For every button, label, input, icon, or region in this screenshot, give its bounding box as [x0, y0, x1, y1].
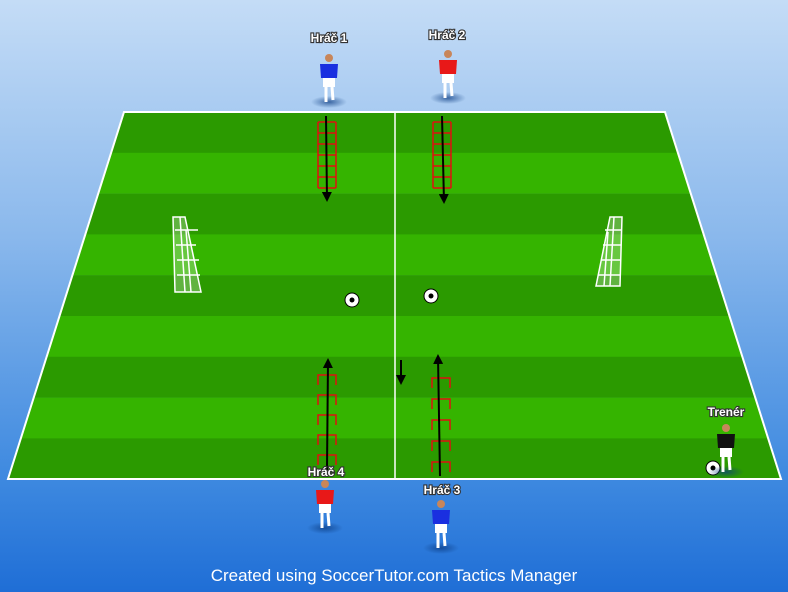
player-shorts — [720, 448, 732, 457]
player-legs — [436, 532, 447, 548]
pitch-stripe — [8, 193, 781, 235]
player-shirt — [717, 434, 735, 448]
player-legs — [324, 86, 335, 102]
player-label: Hráč 3 — [424, 483, 461, 497]
player-shirt — [432, 510, 450, 524]
player-shorts — [442, 74, 454, 83]
ball-icon — [423, 288, 439, 304]
arrows — [321, 115, 449, 477]
arrow-player1 — [321, 115, 332, 202]
arrow-player2 — [438, 115, 449, 204]
pitch-boundary — [6, 111, 783, 480]
footer-credit: Created using SoccerTutor.com Tactics Ma… — [210, 566, 578, 585]
ball-icon — [344, 292, 360, 308]
player-legs — [320, 512, 331, 528]
pitch-stripe — [8, 275, 781, 317]
player-head — [722, 424, 730, 432]
player-head — [444, 50, 452, 58]
ladder — [431, 377, 451, 472]
ladders — [317, 121, 452, 472]
player-2: Hráč 2 — [428, 27, 467, 104]
player-label: Hráč 4 — [308, 465, 345, 479]
player-head — [325, 54, 333, 62]
pitch-stripe — [8, 152, 781, 194]
pitch-stripe — [8, 316, 781, 357]
player-shadow — [311, 96, 347, 108]
player-shadow — [430, 92, 466, 104]
player-head — [321, 480, 329, 488]
pitch-stripe — [8, 356, 781, 398]
player-shorts — [435, 524, 447, 533]
pitch-stripe — [8, 234, 781, 276]
arrow-player3 — [433, 354, 444, 477]
player-legs — [443, 82, 454, 98]
goal-left — [172, 216, 202, 293]
player-label: Hráč 1 — [311, 31, 348, 45]
player-shirt — [320, 64, 338, 78]
arrow-player4 — [322, 358, 333, 471]
pitch-stripe — [8, 438, 781, 479]
player-shirt — [439, 60, 457, 74]
player-shirt — [316, 490, 334, 504]
player-shadow — [708, 466, 744, 478]
player-label: Trenér — [708, 405, 745, 419]
player-shorts — [323, 78, 335, 87]
pitch — [8, 112, 781, 479]
player-shadow — [423, 542, 459, 554]
goal-right — [595, 216, 623, 287]
player-5: Trenér — [707, 404, 746, 478]
player-1: Hráč 1 — [310, 30, 349, 108]
player-legs — [721, 456, 732, 472]
pitch-stripe — [8, 397, 781, 439]
player-shorts — [319, 504, 331, 513]
player-shadow — [307, 522, 343, 534]
player-head — [437, 500, 445, 508]
player-4: Hráč 4 — [307, 464, 346, 534]
player-3: Hráč 3 — [423, 482, 462, 554]
player-label: Hráč 2 — [429, 28, 466, 42]
